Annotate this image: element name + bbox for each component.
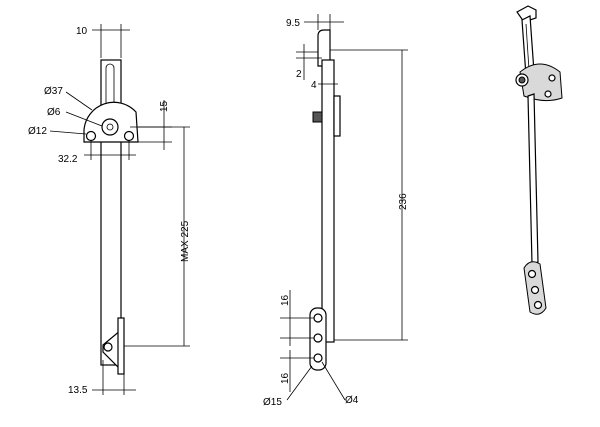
dim-length: 236	[398, 193, 409, 210]
iso-rail-slot	[525, 23, 530, 71]
dim-width-top: 10	[76, 26, 88, 37]
dim-dia-12: Ø12	[28, 126, 47, 137]
dim-thickness: 2	[296, 69, 302, 80]
dim-step: 4	[311, 80, 317, 91]
iso-pivot-core	[518, 76, 526, 84]
dim-dia-6: Ø6	[47, 107, 61, 118]
dim-offset: 9.5	[286, 18, 300, 29]
isometric-view	[515, 5, 563, 315]
dim-max-length: MAX 225	[180, 220, 191, 262]
dim-plate-dia: Ø15	[263, 397, 282, 408]
front-foot-pin	[103, 342, 113, 352]
leader-line	[286, 365, 313, 401]
pivot-boss	[101, 118, 119, 136]
hinge-hole-right	[123, 130, 135, 142]
plate-hole-bottom	[313, 353, 323, 363]
front-foot-plate	[117, 317, 125, 375]
plate-hole-mid	[313, 333, 323, 343]
dim-dia-37: Ø37	[44, 86, 63, 97]
leader-line	[65, 111, 103, 127]
side-knob	[312, 111, 323, 123]
leader-line	[49, 130, 87, 135]
hinge-hole-left	[85, 130, 97, 142]
iso-plate-hole-3	[533, 300, 543, 310]
side-bar	[321, 59, 335, 343]
leader-line	[321, 361, 346, 401]
plate-hole-top	[313, 313, 323, 323]
dim-bottom-width: 13.5	[68, 385, 88, 396]
front-view: 10 Ø37 Ø6 Ø12 15 32.2 MAX 225 13.5	[28, 24, 191, 396]
dim-hole-pitch-bottom: 16	[280, 372, 291, 384]
iso-plate-hole-2	[530, 285, 540, 295]
dim-hole-spacing: 32.2	[58, 154, 78, 165]
dim-hole-pitch-top: 16	[280, 294, 291, 306]
pivot-hole	[106, 123, 114, 131]
side-block	[333, 95, 341, 137]
iso-long-arm	[527, 93, 539, 265]
leader-line	[65, 91, 93, 111]
dim-hole-dia: Ø4	[345, 395, 359, 406]
side-top-bend	[317, 29, 331, 67]
iso-hole-b	[544, 90, 552, 98]
iso-hole-a	[548, 74, 556, 82]
iso-plate-hole-1	[527, 269, 537, 279]
dim-height-15: 15	[159, 100, 170, 112]
side-view: 9.5 2 4 236 16 16 Ø15 Ø4	[263, 14, 409, 408]
